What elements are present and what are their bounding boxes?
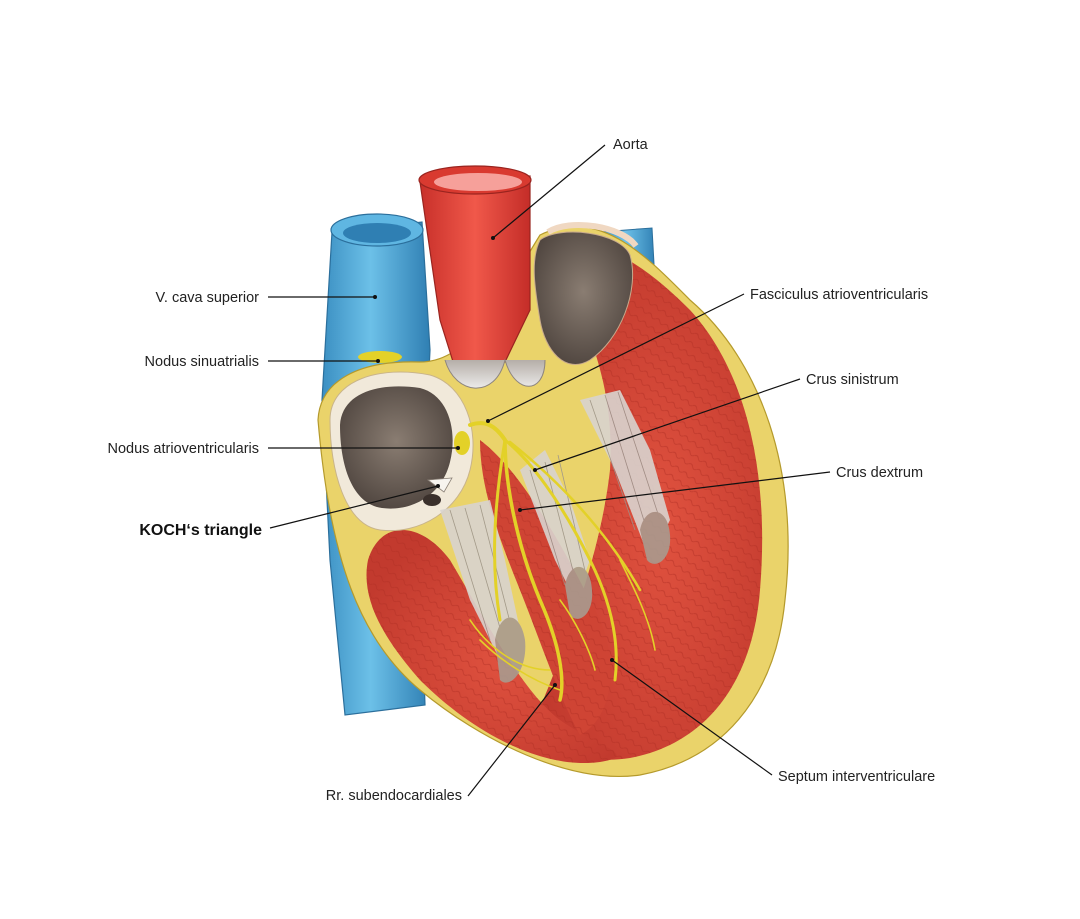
aorta-shape (418, 165, 546, 389)
label-nodus-sinuatrialis: Nodus sinuatrialis (145, 354, 259, 370)
label-crus-sinistrum: Crus sinistrum (806, 372, 899, 388)
leader-aorta (492, 144, 606, 239)
label-aorta: Aorta (613, 137, 649, 153)
conduction-system-shape (358, 351, 656, 702)
label-koch-triangle: KOCH‘s triangle (139, 522, 262, 539)
leader-lines (268, 144, 831, 797)
label-crus-dextrum: Crus dextrum (836, 465, 923, 481)
label-nodus-atrioventricularis: Nodus atrioventricularis (107, 441, 259, 457)
label-septum-interventriculare: Septum interventriculare (778, 769, 935, 785)
leader-rr-subendocardiales (467, 684, 556, 797)
right-ventricle-myocardium (366, 530, 617, 764)
leader-crus-dextrum (519, 471, 831, 511)
leader-septum (611, 659, 773, 776)
labels: Aorta V. cava superior Nodus sinuatriali… (107, 137, 935, 804)
label-v-cava-superior: V. cava superior (156, 290, 260, 306)
label-rr-subendocardiales: Rr. subendocardiales (326, 788, 462, 804)
leader-dots (373, 236, 614, 687)
label-fasciculus-atrioventricularis: Fasciculus atrioventricularis (750, 287, 928, 303)
leader-fasciculus (487, 293, 745, 422)
leader-crus-sinistrum (534, 378, 801, 471)
left-atrium-shape (533, 221, 639, 365)
leader-koch-triangle (269, 485, 439, 529)
